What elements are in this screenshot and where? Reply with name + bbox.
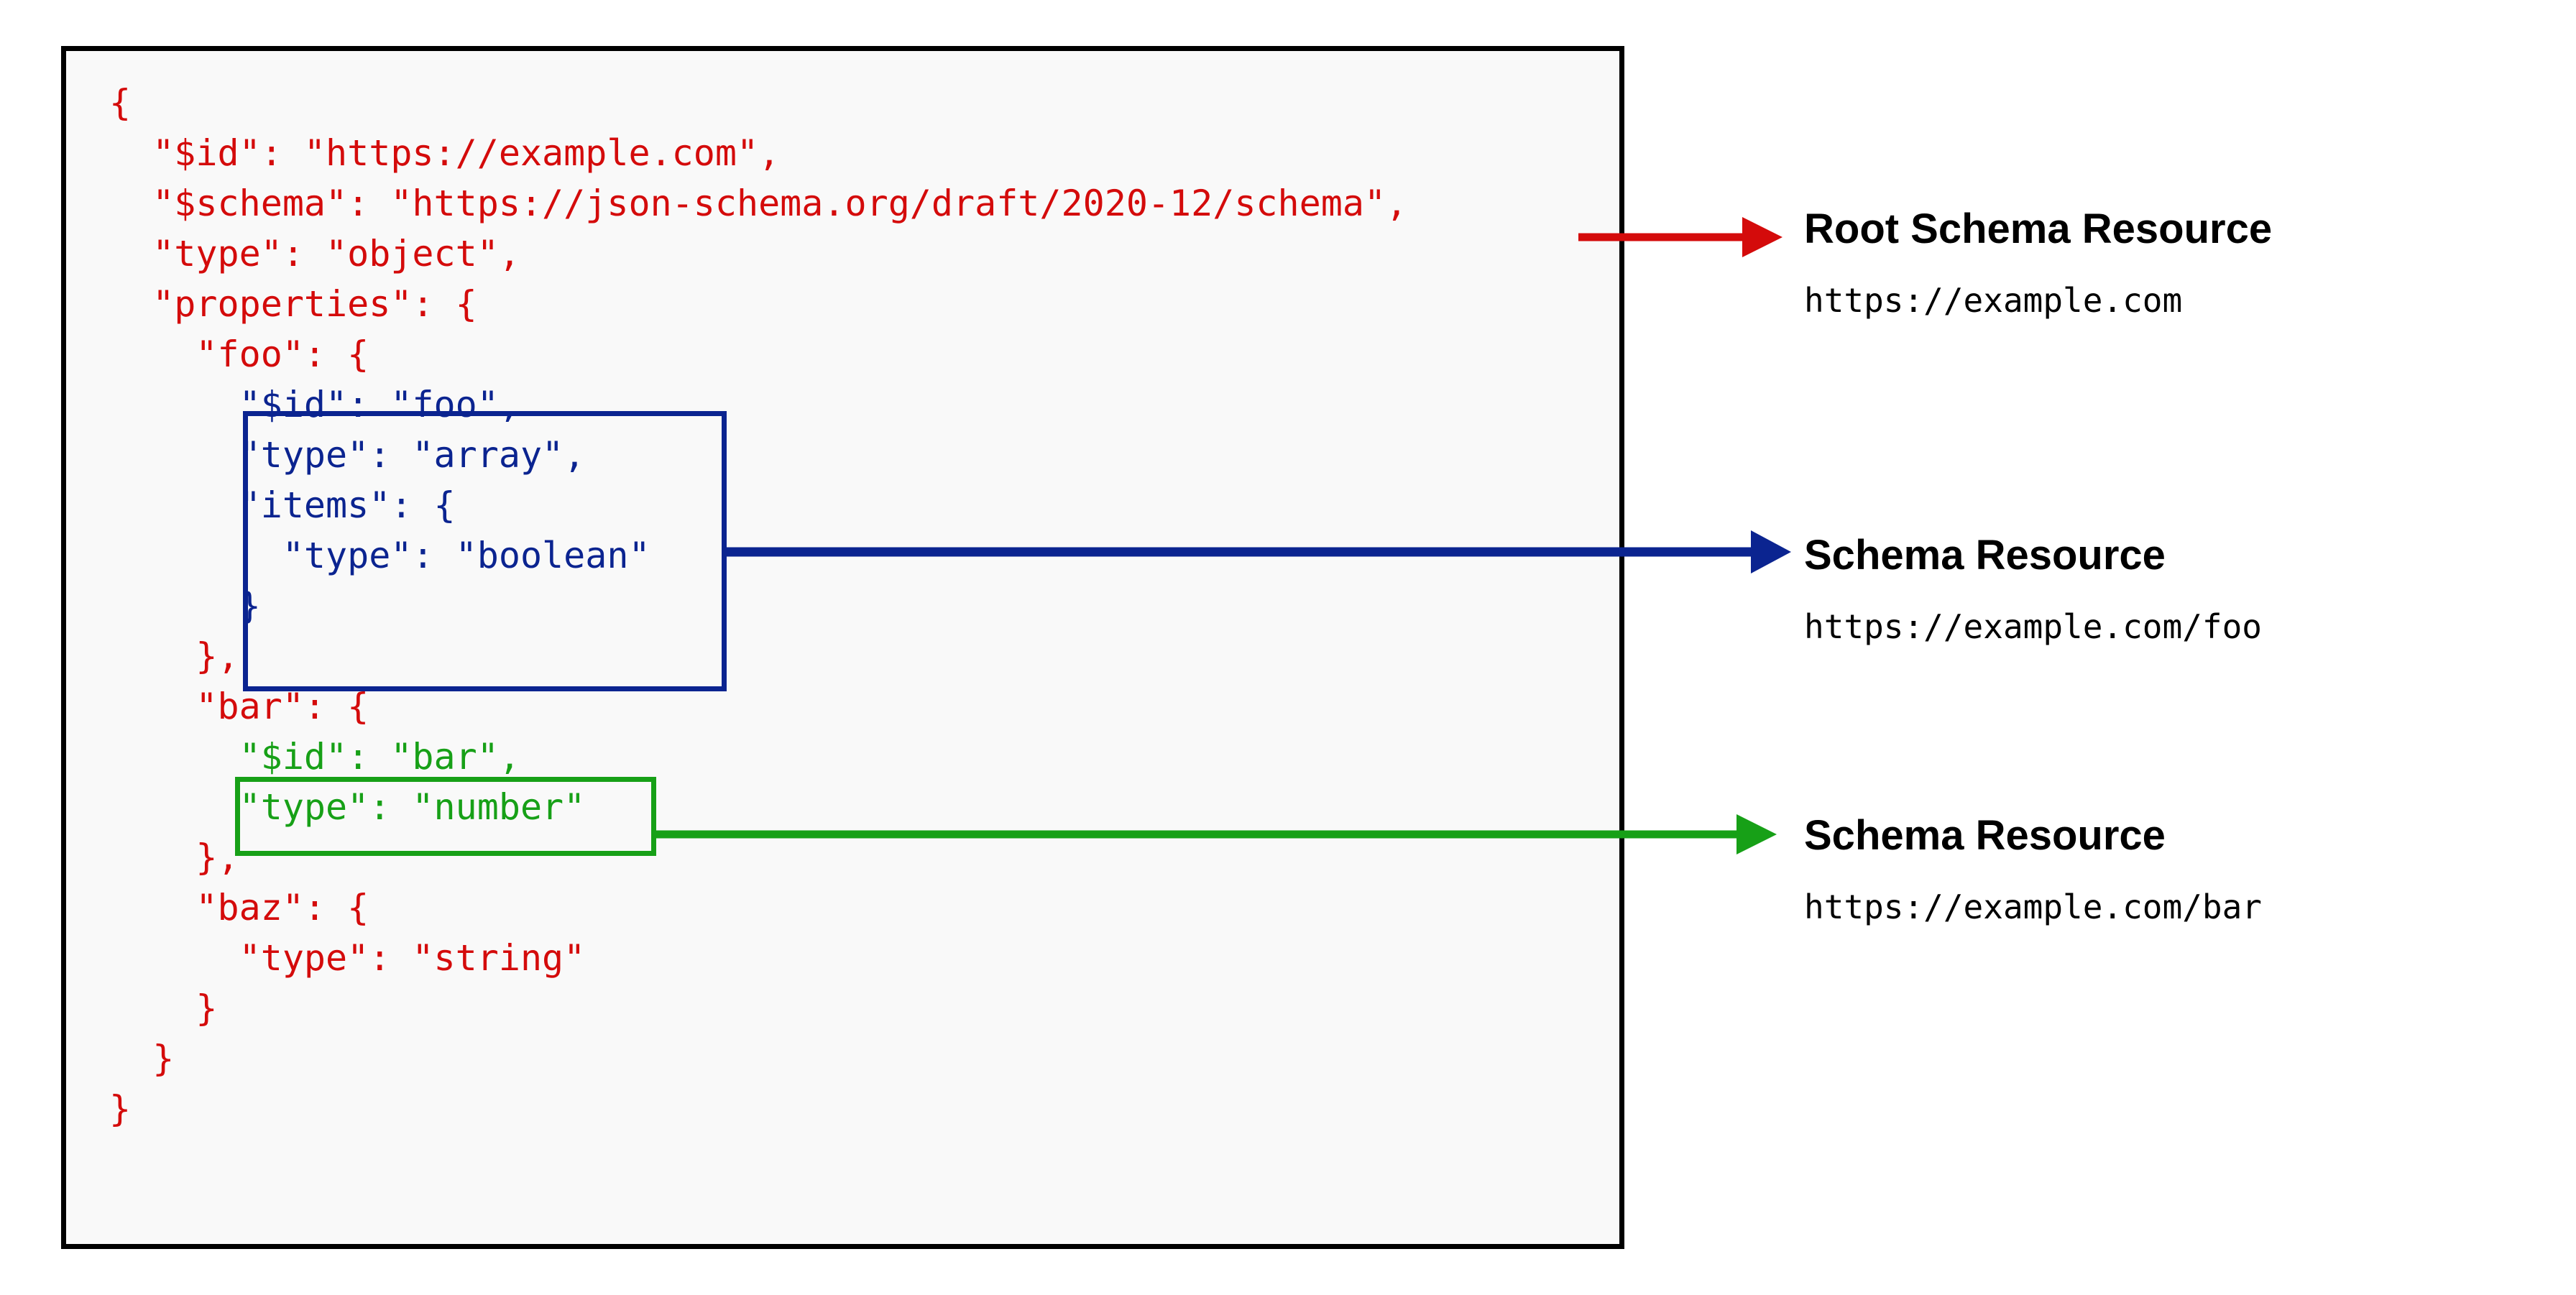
highlight-box-bar [235, 777, 656, 856]
label-uri-foo: https://example.com/foo [1804, 607, 2262, 646]
code-line: "$id": "bar", [109, 736, 520, 778]
label-title-bar: Schema Resource [1804, 812, 2166, 859]
code-line: } [109, 987, 218, 1029]
label-group-root: Root Schema Resource https://example.com [1804, 206, 2273, 320]
code-line: "type": "array", [109, 434, 586, 476]
code-line: "$id": "https://example.com", [109, 132, 781, 174]
code-line: "$id": "foo", [109, 384, 520, 425]
code-line: } [109, 1038, 175, 1079]
code-line: } [109, 1088, 132, 1130]
code-line: "items": { [109, 484, 456, 526]
code-line: { [109, 82, 132, 124]
code-line: "type": "boolean" [109, 535, 650, 576]
code-line: "type": "object", [109, 233, 520, 275]
code-line: "baz": { [109, 887, 369, 928]
label-title-foo: Schema Resource [1804, 532, 2166, 579]
json-code-panel: { "$id": "https://example.com", "$schema… [61, 46, 1624, 1249]
code-line: "type": "string" [109, 937, 586, 979]
label-group-foo: Schema Resource https://example.com/foo [1804, 532, 2262, 646]
label-uri-bar: https://example.com/bar [1804, 888, 2262, 926]
code-line: "type": "number" [109, 786, 586, 828]
label-uri-root: https://example.com [1804, 281, 2183, 320]
code-line: "properties": { [109, 283, 477, 325]
code-line: "$schema": "https://json-schema.org/draf… [109, 183, 1408, 224]
code-line: }, [109, 635, 239, 677]
label-group-bar: Schema Resource https://example.com/bar [1804, 814, 2262, 926]
code-line: "bar": { [109, 686, 369, 727]
label-title-root: Root Schema Resource [1804, 206, 2273, 252]
code-line: } [109, 585, 261, 627]
json-code-block: { "$id": "https://example.com", "$schema… [109, 78, 1407, 1134]
code-line: "foo": { [109, 333, 369, 375]
highlight-box-foo [243, 411, 727, 691]
code-line: }, [109, 837, 239, 878]
